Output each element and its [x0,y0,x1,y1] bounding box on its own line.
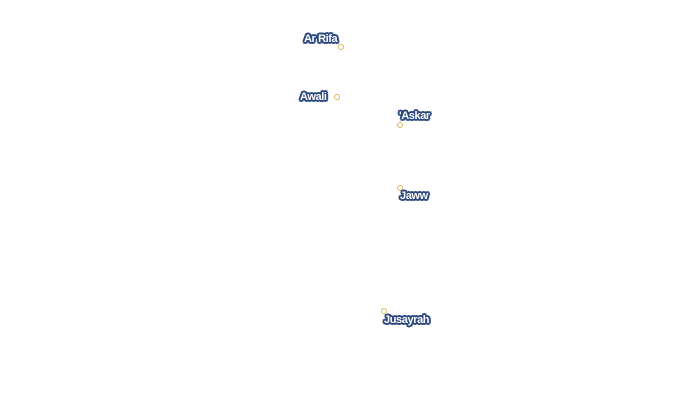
place-label[interactable]: Ar Rifa [304,33,338,45]
city-dot-icon[interactable] [334,94,340,100]
city-dot-icon[interactable] [338,44,344,50]
place-label[interactable]: Jaww [400,190,428,202]
place-label[interactable]: 'Askar [399,110,430,122]
place-label[interactable]: Jusayrah [384,314,430,326]
city-dot-icon[interactable] [381,308,387,314]
city-dot-icon[interactable] [397,185,403,191]
city-dot-icon[interactable] [397,122,403,128]
place-label[interactable]: Awali [300,91,327,103]
